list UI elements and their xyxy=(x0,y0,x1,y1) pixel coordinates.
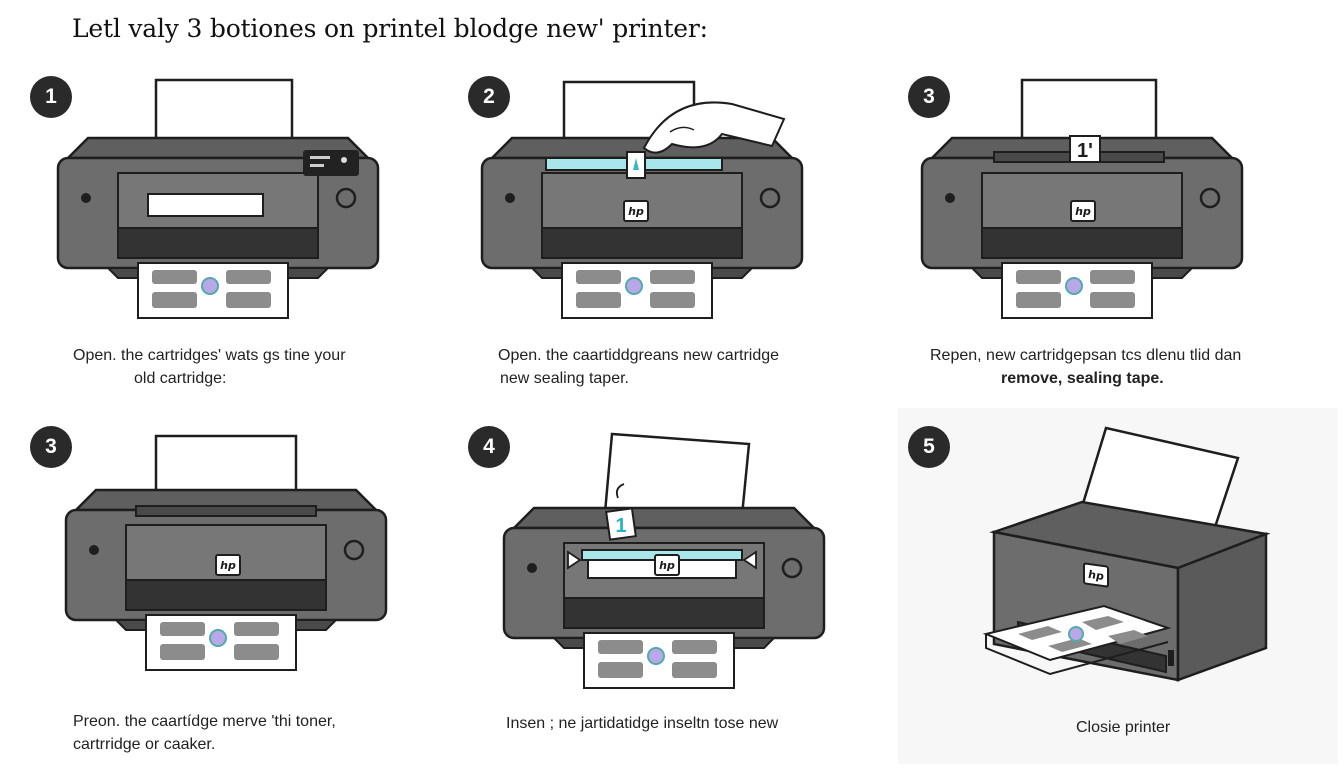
step-panel-1: 1 Open. the cartridges' wats gs tine you… xyxy=(20,66,460,406)
caption-line-1: Open. the caartiddgreans new cartridge xyxy=(498,347,780,364)
page-title: Letl valy 3 botiones on printel blodge n… xyxy=(72,14,708,43)
step-caption: Insen ; ne jartidatidge inseltn tose new xyxy=(506,712,778,735)
step-caption: Repen, new cartridgepsan tcs dlenu tlid … xyxy=(930,344,1241,390)
hp-logo-icon: hp xyxy=(215,554,241,576)
caption-line-1: Insen ; ne jartidatidge inseltn tose new xyxy=(506,715,779,732)
step-badge: 5 xyxy=(908,426,950,468)
step-badge: 1 xyxy=(30,76,72,118)
arrow-icon xyxy=(742,550,757,570)
step-badge: 3 xyxy=(30,426,72,468)
caption-line-2: old cartridge: xyxy=(134,370,227,387)
caption-line-2: remove, sealing tape. xyxy=(1001,370,1164,387)
step-caption: Open. the caartiddgreans new cartridge n… xyxy=(498,344,779,390)
hand-icon xyxy=(642,101,786,154)
caption-line-1: Preon. the caartídge merve 'thi toner, xyxy=(73,713,336,730)
step-panel-2: 2 Open. the caartiddgreans new cartridge… xyxy=(458,66,898,406)
hp-logo-icon: hp xyxy=(1083,562,1109,588)
caption-line-2: cartrridge or caaker. xyxy=(73,736,216,753)
hp-logo-icon: hp xyxy=(623,200,649,222)
printer-illustration xyxy=(56,78,380,320)
step-badge: 4 xyxy=(468,426,510,468)
printer-illustration xyxy=(480,80,804,320)
step-panel-6: 5 Closie printer xyxy=(898,408,1338,764)
step-panel-5: 4 1 Insen ; ne jartidatidge inseltn tose… xyxy=(458,416,898,756)
step-caption: Preon. the caartídge merve 'thi toner, c… xyxy=(73,710,336,756)
printer-illustration xyxy=(64,434,388,672)
tab-label: 1 xyxy=(615,515,626,537)
arrow-icon xyxy=(567,550,582,570)
step-panel-4: 3 Preon. the caartídge merve 'thi toner,… xyxy=(20,416,460,756)
hp-logo-icon: hp xyxy=(654,554,680,576)
printer-illustration: 1' xyxy=(920,78,1244,320)
step-badge: 3 xyxy=(908,76,950,118)
caption-line-2: new sealing taper. xyxy=(500,370,629,387)
step-panel-3: 3 1' Repen, new cartridgepsan tcs dlenu … xyxy=(898,66,1338,406)
caption-line-1: Closie printer xyxy=(1076,719,1171,736)
printer-illustration xyxy=(982,426,1271,682)
step-badge: 2 xyxy=(468,76,510,118)
step-caption: Open. the cartridges' wats gs tine your … xyxy=(73,344,346,390)
caption-line-1: Open. the cartridges' wats gs tine your xyxy=(73,347,346,364)
caption-line-1: Repen, new cartridgepsan tcs dlenu tlid … xyxy=(930,347,1242,364)
hp-logo-icon: hp xyxy=(1070,200,1096,222)
tab-label: 1' xyxy=(1077,140,1093,162)
step-caption: Closie printer xyxy=(1076,716,1170,739)
